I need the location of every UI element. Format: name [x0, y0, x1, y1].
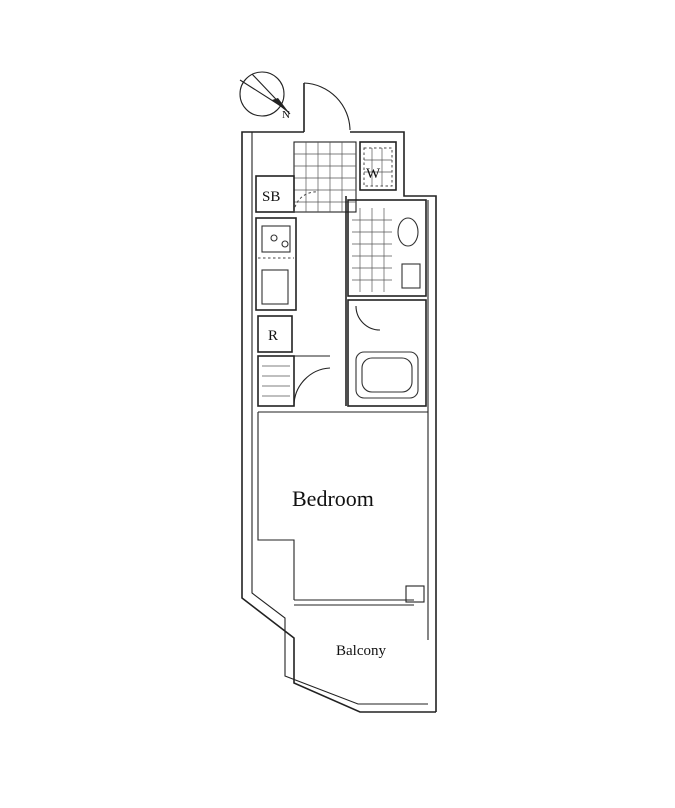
balcony-window [294, 585, 425, 606]
closet [257, 355, 331, 407]
north-arrow-icon: N [239, 71, 291, 121]
north-letter: N [282, 109, 290, 121]
balcony: Balcony [336, 643, 386, 659]
bathroom [347, 299, 427, 407]
outer-walls [241, 131, 437, 713]
entry-door [303, 82, 351, 132]
refrigerator-space: R [257, 315, 293, 353]
kitchen [255, 217, 297, 311]
bedroom-label: Bedroom [292, 486, 374, 511]
refrigerator-label: R [268, 328, 278, 344]
bedroom: Bedroom [257, 411, 428, 600]
balcony-label: Balcony [336, 643, 386, 659]
washer-label: W [366, 166, 381, 182]
sink-icon [401, 263, 421, 289]
toilet-icon [397, 217, 419, 247]
bathtub-icon [355, 351, 419, 399]
toilet-room [347, 199, 427, 297]
shoe-box-label: SB [262, 189, 280, 205]
shoe-box: SB [255, 175, 319, 213]
washer-space: W [359, 141, 397, 191]
